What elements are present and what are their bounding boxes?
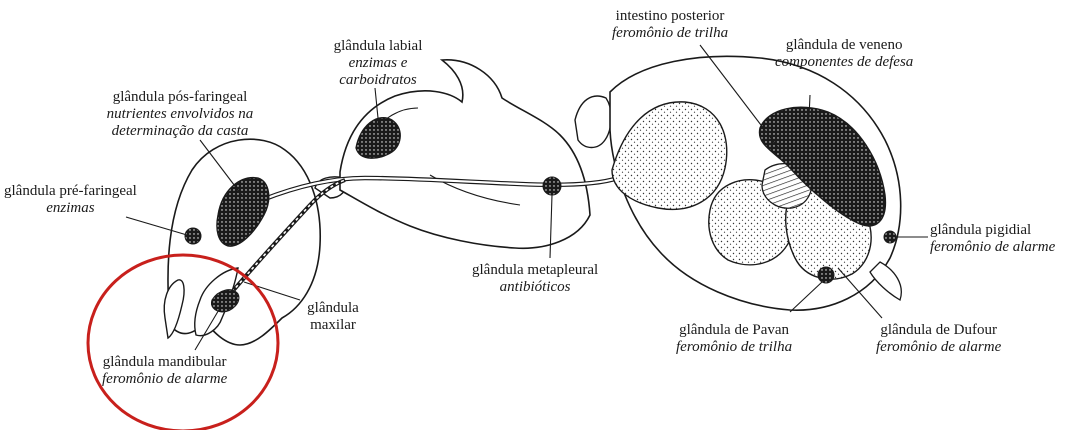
label-glandula-labial: glândula labial enzimas e carboidratos <box>318 38 438 89</box>
label-glandula-pigidial: glândula pigidial feromônio de alarme <box>930 222 1055 256</box>
label-glandula-metapleural: glândula metapleural antibióticos <box>472 262 598 296</box>
label-name: intestino posterior <box>612 8 728 25</box>
label-glandula-veneno: glândula de veneno componentes de defesa <box>775 37 913 71</box>
label-glandula-mandibular: glândula mandibular feromônio de alarme <box>102 354 227 388</box>
label-glandula-pos-faringeal: glândula pós-faringeal nutrientes envolv… <box>80 89 280 140</box>
label-function: antibióticos <box>472 279 598 296</box>
label-function: nutrientes envolvidos na determinação da… <box>80 106 280 140</box>
label-name: glândula pigidial <box>930 222 1055 239</box>
label-glandula-pavan: glândula de Pavan feromônio de trilha <box>676 322 792 356</box>
pygidial-gland <box>884 231 896 243</box>
prepharyngeal-gland <box>185 228 201 244</box>
label-function: feromônio de trilha <box>612 25 728 42</box>
label-glandula-maxilar: glândula maxilar <box>298 300 368 334</box>
label-name: glândula de Dufour <box>876 322 1001 339</box>
label-name: glândula maxilar <box>298 300 368 334</box>
label-name: glândula mandibular <box>102 354 227 371</box>
label-glandula-pre-faringeal: glândula pré-faringeal enzimas <box>4 183 137 217</box>
sting-outline <box>870 262 901 300</box>
label-name: glândula metapleural <box>472 262 598 279</box>
label-name: glândula pós-faringeal <box>80 89 280 106</box>
petiole-outline <box>575 96 611 147</box>
label-intestino-posterior: intestino posterior feromônio de trilha <box>612 8 728 42</box>
label-function: componentes de defesa <box>775 54 913 71</box>
label-name: glândula de veneno <box>775 37 913 54</box>
label-name: glândula pré-faringeal <box>4 183 137 200</box>
pavan-gland <box>818 267 834 283</box>
label-function: enzimas e carboidratos <box>323 55 433 89</box>
metapleural-gland <box>543 177 561 195</box>
label-function: feromônio de alarme <box>102 371 227 388</box>
label-name: glândula de Pavan <box>676 322 792 339</box>
label-function: feromônio de alarme <box>876 339 1001 356</box>
label-function: enzimas <box>4 200 137 217</box>
label-function: feromônio de trilha <box>676 339 792 356</box>
label-glandula-dufour: glândula de Dufour feromônio de alarme <box>876 322 1001 356</box>
label-name: glândula labial <box>318 38 438 55</box>
label-function: feromônio de alarme <box>930 239 1055 256</box>
